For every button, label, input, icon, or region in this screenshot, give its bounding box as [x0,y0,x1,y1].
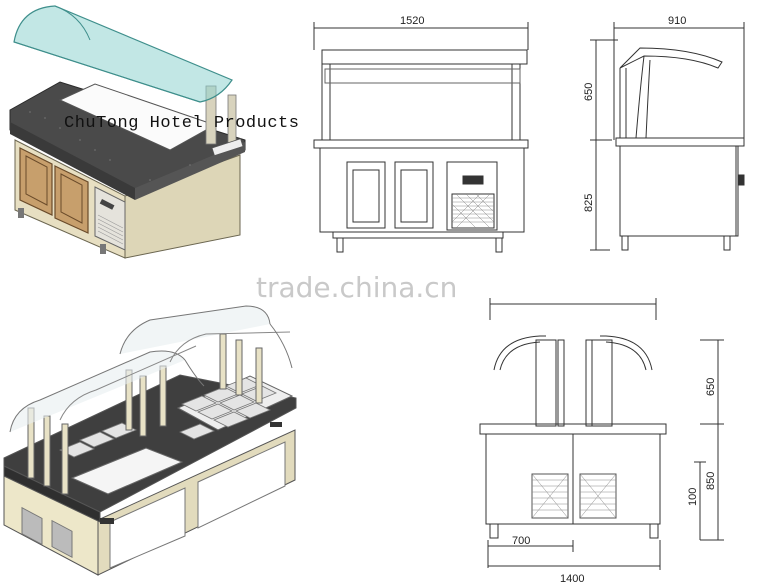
dim-height-base-2: 850 [705,472,717,490]
dim-width-side-1: 910 [668,15,686,27]
watermark-top: ChuTong Hotel Products [64,114,299,133]
dim-width-half-2: 700 [512,535,530,547]
dim-width-total-2: 1400 [560,573,584,585]
dim-height-foot-2: 100 [687,488,699,506]
dim-height-canopy-1: 650 [583,83,595,101]
dim-width-front-1: 1520 [400,15,424,27]
elevation-front-1 [313,22,529,253]
watermark-center: trade.china.cn [256,271,457,304]
dim-height-base-1: 825 [583,194,595,212]
elevation-side-1 [590,22,745,251]
elevation-front-2 [479,298,724,570]
render-unit-1 [9,5,246,259]
render-unit-2 [3,305,297,576]
dim-height-canopy-2: 650 [705,378,717,396]
